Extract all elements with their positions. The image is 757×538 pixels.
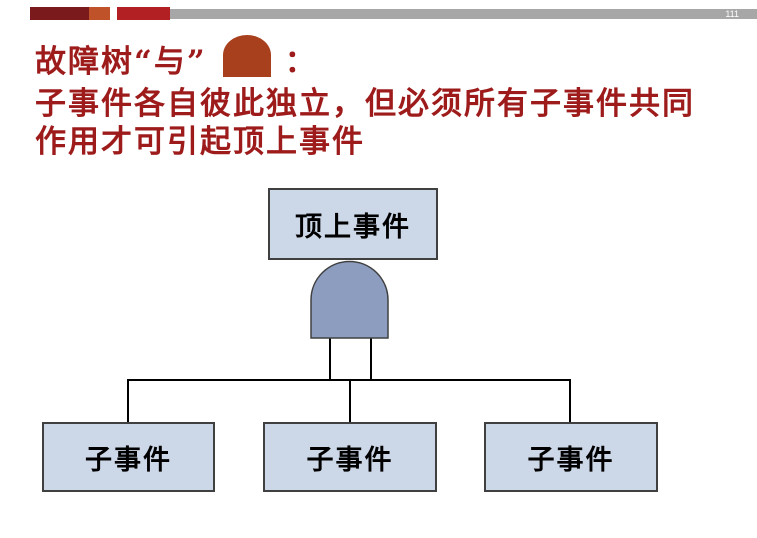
title-colon: ： xyxy=(284,43,318,80)
title-line-1: 故障树“与” ： xyxy=(35,34,745,82)
title-text-before-icon: 故障树“与” xyxy=(35,43,207,80)
header-bar-segment-dark-red xyxy=(30,7,89,20)
and-gate-icon-shape xyxy=(222,35,271,77)
child-event-box-2: 子事件 xyxy=(263,422,437,492)
title-line-2: 子事件各自彼此独立，但必须所有子事件共同 xyxy=(35,86,695,122)
title-line-3: 作用才可引起顶上事件 xyxy=(35,124,365,160)
and-gate-symbol xyxy=(310,260,389,339)
child-event-label-1: 子事件 xyxy=(85,444,172,476)
child-event-box-3: 子事件 xyxy=(484,422,658,492)
child-event-box-1: 子事件 xyxy=(42,422,215,492)
header-bar-segment-orange xyxy=(89,7,110,20)
header-bar-gray: 111 xyxy=(170,9,757,19)
header-bar-segment-red xyxy=(117,7,170,20)
slide-title: 故障树“与” ： 子事件各自彼此独立，但必须所有子事件共同 作用才可引起顶上事件 xyxy=(35,34,745,161)
child-event-label-3: 子事件 xyxy=(527,444,615,476)
page-number: 111 xyxy=(725,9,739,19)
and-gate-icon xyxy=(222,35,271,77)
top-event-box: 顶上事件 xyxy=(268,188,438,260)
top-event-label: 顶上事件 xyxy=(295,211,411,243)
child-event-label-2: 子事件 xyxy=(306,444,394,476)
